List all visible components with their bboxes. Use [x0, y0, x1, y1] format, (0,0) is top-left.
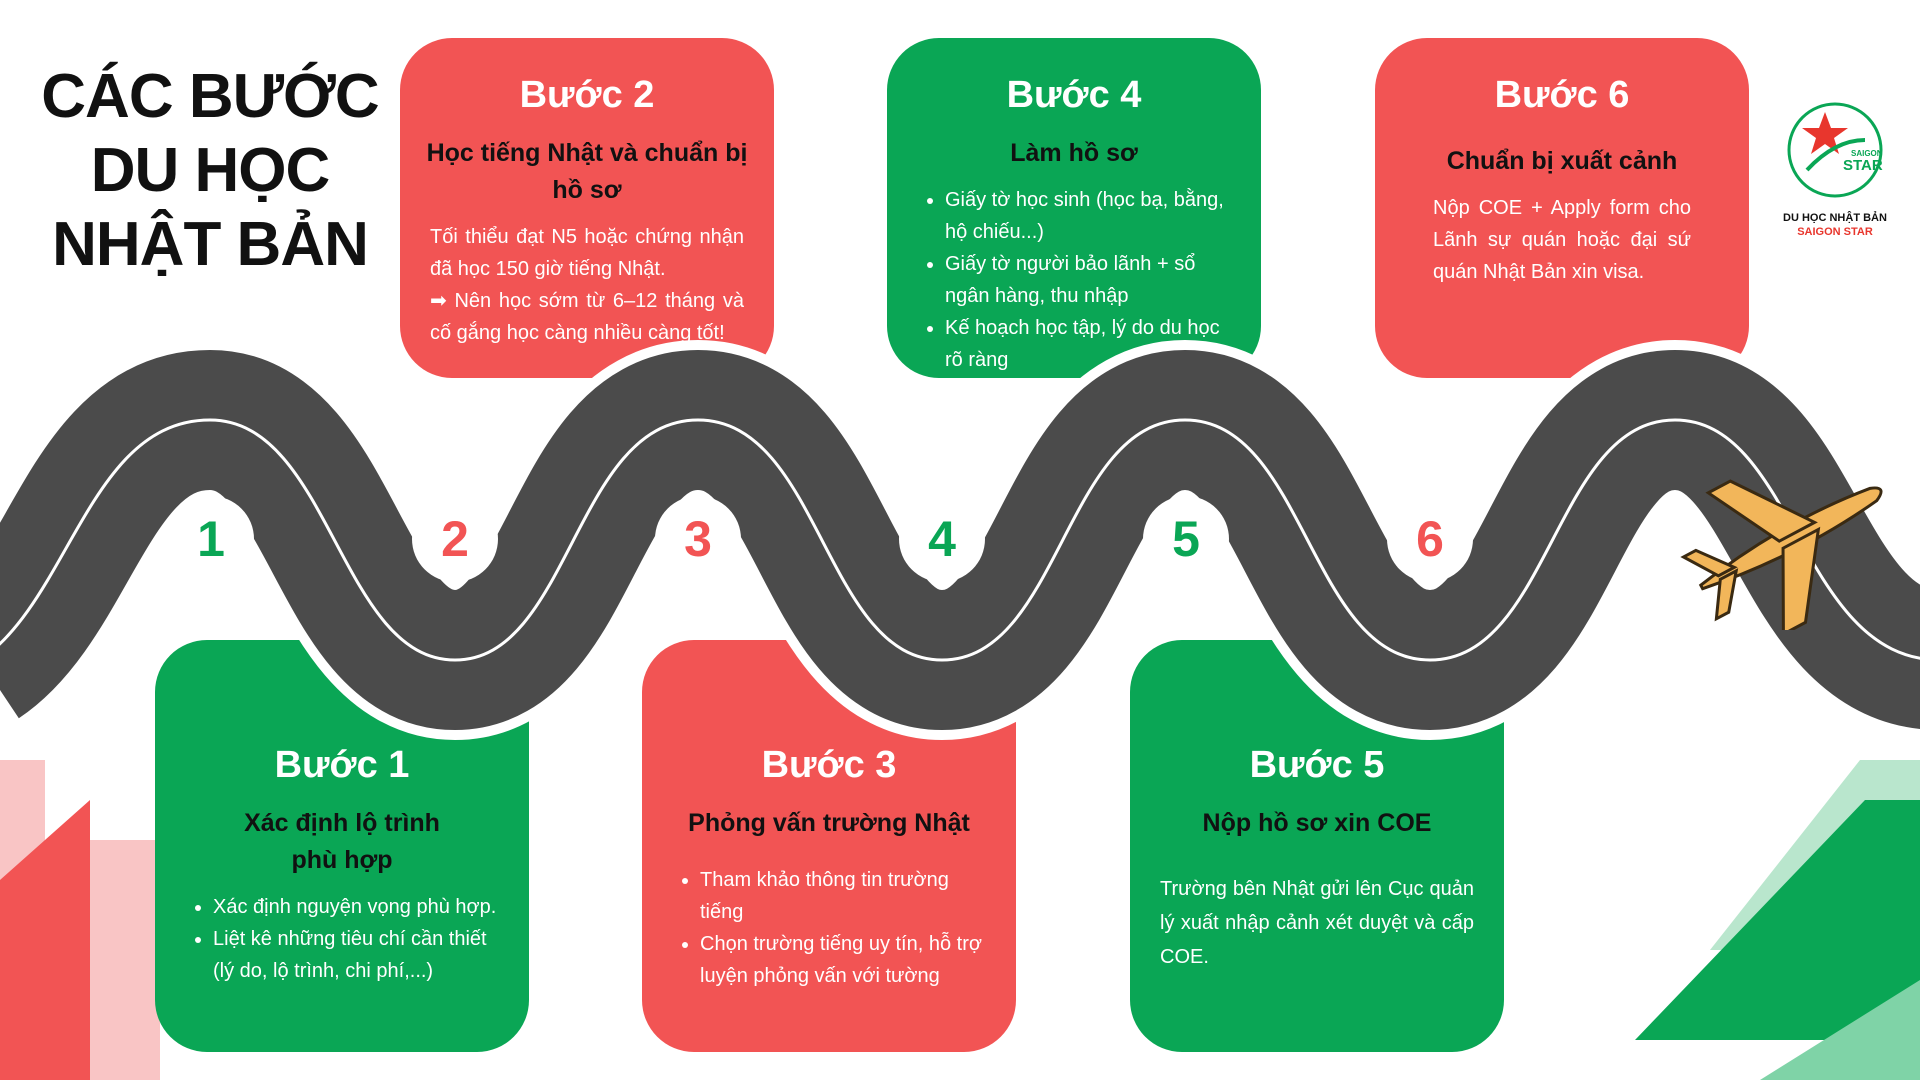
- step-5-title: Bước 5: [1249, 744, 1385, 786]
- road-center-line: [0, 418, 1920, 662]
- step-4-subtitle: Làm hồ sơ: [1010, 139, 1138, 167]
- step-3-bullet-1: Tham khảo thông tin trường tiếng: [700, 864, 990, 928]
- step-3-bullet-2: Chọn trường tiếng uy tín, hỗ trợ luyện p…: [700, 928, 990, 992]
- step-4-card: Bước 4 Làm hồ sơ Giấy tờ học sinh (học b…: [887, 38, 1261, 378]
- step-3-subtitle: Phỏng vấn trường Nhật: [688, 809, 970, 837]
- logo-brand-big: STAR: [1843, 157, 1883, 174]
- step-6-card: Bước 6 Chuẩn bị xuất cảnh Nộp COE + Appl…: [1375, 38, 1749, 378]
- step-5-number: 5: [1143, 496, 1229, 582]
- title-line-3: NHẬT BẢN: [52, 210, 369, 279]
- step-2-paragraph-1: Tối thiểu đạt N5 hoặc chứng nhận đã học …: [430, 226, 744, 280]
- deco-right-green: [1635, 800, 1920, 1040]
- step-6-paragraph: Nộp COE + Apply form cho Lãnh sự quán ho…: [1433, 197, 1691, 283]
- logo-brand-small: SAIGON: [1851, 149, 1883, 158]
- deco-left-pink: [90, 840, 160, 1080]
- logo-caption-line-1: DU HỌC NHẬT BẢN: [1783, 212, 1887, 224]
- step-2-number: 2: [412, 496, 498, 582]
- step-1-list: Xác định nguyện vọng phù hợp. Liệt kê nh…: [181, 891, 503, 987]
- step-4-bullet-2: Giấy tờ người bảo lãnh + sổ ngân hàng, t…: [945, 248, 1235, 312]
- title-line-2: DU HỌC: [90, 136, 331, 205]
- step-3-list: Tham khảo thông tin trường tiếng Chọn tr…: [668, 864, 990, 992]
- step-2-title: Bước 2: [519, 74, 655, 116]
- step-4-title: Bước 4: [1006, 74, 1142, 116]
- logo-caption-line-2: SAIGON STAR: [1797, 226, 1873, 238]
- saigon-star-logo: SAIGON STAR DU HỌC NHẬT BẢN SAIGON STAR: [1770, 100, 1900, 239]
- step-1-number: 1: [168, 496, 254, 582]
- page-title: CÁC BƯỚC DU HỌC NHẬT BẢN: [30, 60, 390, 282]
- step-6-number: 6: [1387, 496, 1473, 582]
- step-1-bullet-2: Liệt kê những tiêu chí cần thiết (lý do,…: [213, 923, 503, 987]
- step-6-title: Bước 6: [1494, 74, 1630, 116]
- step-5-paragraph: Trường bên Nhật gửi lên Cục quản lý xuất…: [1160, 878, 1474, 968]
- deco-left-red: [0, 800, 90, 1080]
- step-5-subtitle: Nộp hồ sơ xin COE: [1202, 809, 1432, 837]
- airplane-icon: [1680, 479, 1883, 630]
- title-line-1: CÁC BƯỚC: [41, 62, 379, 131]
- step-6-subtitle: Chuẩn bị xuất cảnh: [1446, 147, 1678, 175]
- step-3-number: 3: [655, 496, 741, 582]
- step-2-card: Bước 2 Học tiếng Nhật và chuẩn bị hồ sơ …: [400, 38, 774, 378]
- step-1-bullet-1: Xác định nguyện vọng phù hợp.: [213, 891, 503, 923]
- deco-right-mid: [1760, 980, 1920, 1080]
- logo-caption: DU HỌC NHẬT BẢN SAIGON STAR: [1770, 211, 1900, 239]
- step-1-subtitle: Xác định lộ trình phù hợp: [244, 809, 440, 874]
- logo-emblem-icon: SAIGON STAR: [1787, 102, 1883, 198]
- step-3-title: Bước 3: [761, 744, 897, 786]
- step-4-list: Giấy tờ học sinh (học bạ, bằng, hộ chiếu…: [913, 184, 1235, 376]
- step-2-paragraph-2: ➡ Nên học sớm từ 6–12 tháng và cố gắng h…: [430, 290, 744, 344]
- step-4-bullet-3: Kế hoạch học tập, lý do du học rõ ràng: [945, 312, 1235, 376]
- step-1-title: Bước 1: [274, 744, 410, 786]
- step-2-subtitle: Học tiếng Nhật và chuẩn bị hồ sơ: [426, 139, 748, 204]
- step-4-number: 4: [899, 496, 985, 582]
- step-4-bullet-1: Giấy tờ học sinh (học bạ, bằng, hộ chiếu…: [945, 184, 1235, 248]
